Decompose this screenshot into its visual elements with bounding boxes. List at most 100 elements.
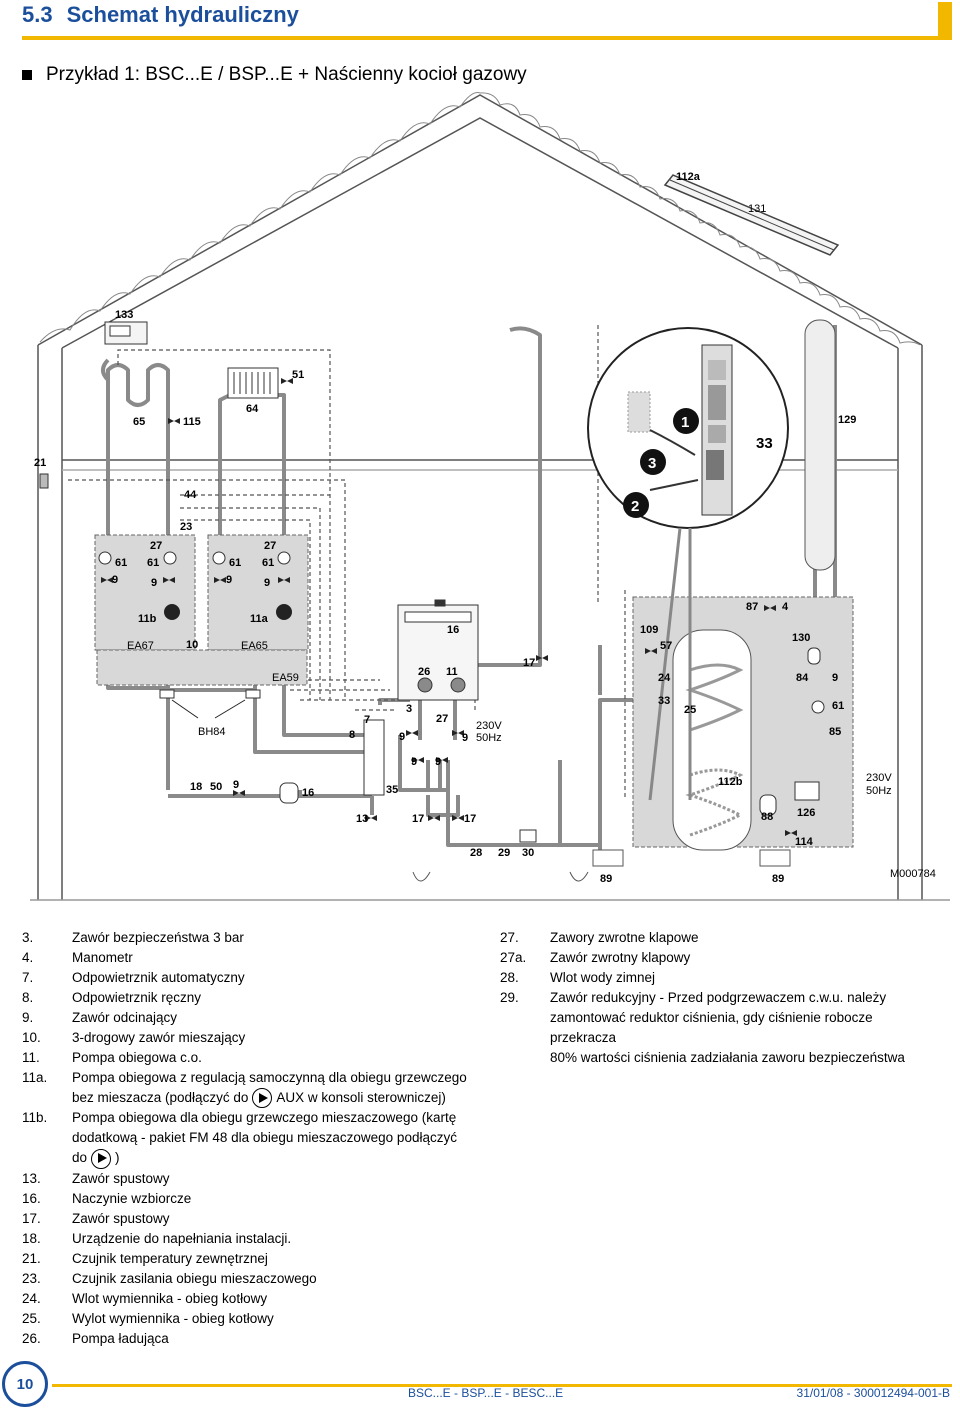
label-4: 4	[782, 601, 789, 613]
legend-item: 8.Odpowietrznik ręczny	[22, 990, 202, 1005]
legend-item: 3.Zawór bezpieczeństwa 3 bar	[22, 930, 244, 945]
label-ea59: EA59	[272, 672, 299, 684]
section-title-text: Schemat hydrauliczny	[66, 2, 299, 27]
pump-symbols	[164, 604, 292, 620]
sensor-boxes	[39, 473, 820, 843]
label-133: 133	[115, 309, 133, 321]
hydraulic-separator	[363, 719, 385, 796]
legend-item: 28.Wlot wody zimnej	[500, 970, 656, 985]
label-9e: 9	[399, 731, 405, 743]
label-16: 16	[302, 787, 314, 799]
label-33: 33	[658, 695, 670, 707]
label-9g: 9	[411, 756, 417, 768]
legend-item-continuation: zamontować reduktor ciśnienia, gdy ciśni…	[550, 1010, 873, 1045]
label-89a: 89	[600, 873, 612, 885]
label-27b: 27	[264, 540, 276, 552]
play-icon	[91, 1148, 112, 1169]
label-50hz-boiler: 50Hz	[476, 732, 502, 744]
legend-item: 23.Czujnik zasilania obiegu mieszaczoweg…	[22, 1270, 317, 1286]
radiator-64	[227, 367, 279, 399]
label-11a: 11a	[250, 613, 269, 625]
label-27c: 27	[436, 713, 448, 725]
control-wiring	[68, 325, 809, 800]
label-27a: 27	[150, 540, 162, 552]
gauge-symbols	[98, 551, 825, 714]
legend-item: 26.Pompa ładująca	[22, 1330, 169, 1346]
figure-reference: M000784	[890, 868, 936, 880]
footer-rule	[52, 1384, 952, 1387]
legend-item: 9.Zawór odcinający	[22, 1010, 178, 1025]
sensor-mounting-callout	[587, 327, 789, 801]
label-11b: 11b	[138, 613, 157, 625]
callout-2: 2	[631, 498, 639, 515]
label-17c: 17	[523, 657, 535, 669]
drain-funnels	[412, 849, 791, 882]
label-ea67: EA67	[127, 640, 154, 652]
bullet-square-icon	[22, 70, 32, 80]
label-85: 85	[829, 726, 841, 738]
label-61e: 61	[832, 700, 844, 712]
label-131: 131	[748, 203, 766, 215]
label-114: 114	[795, 836, 814, 848]
hot-water-tank	[672, 629, 752, 851]
legend-item-continuation: dodatkową - pakiet FM 48 dla obiegu mies…	[72, 1130, 457, 1146]
label-9j: 9	[832, 672, 838, 684]
label-9a: 9	[112, 574, 118, 586]
label-61a: 61	[115, 557, 127, 569]
label-26: 26	[418, 666, 430, 678]
label-230v-tank: 230V	[866, 772, 892, 784]
label-30: 30	[522, 847, 534, 859]
legend-right: 27.Zawory zwrotne klapowe 27a.Zawór zwro…	[500, 928, 940, 1068]
legend-item: 25.Wylot wymiennika - obieg kotłowy	[22, 1310, 274, 1326]
legend-item: 13.Zawór spustowy	[22, 1170, 170, 1186]
legend-item: 16.Naczynie wzbiorcze	[22, 1190, 192, 1206]
play-icon	[252, 1088, 273, 1109]
label-25: 25	[684, 704, 696, 716]
label-23: 23	[180, 521, 192, 533]
solar-collector	[663, 174, 840, 256]
bh84-pointer	[171, 699, 246, 719]
label-115: 115	[183, 416, 201, 428]
boiler	[397, 599, 479, 701]
label-9f: 9	[462, 732, 468, 744]
hydraulic-diagram: 112a 131 133 51 65 115 64 129 21 44 23 2…	[30, 92, 950, 901]
roof-tiles	[39, 92, 921, 346]
legend-left: 3.Zawór bezpieczeństwa 3 bar 4.Manometr …	[22, 928, 482, 1349]
label-3: 3	[406, 703, 412, 715]
label-57: 57	[660, 640, 672, 652]
legend-item: 27a.Zawór zwrotny klapowy	[500, 950, 691, 965]
solar-tank-column	[804, 319, 836, 571]
label-112b: 112b	[718, 776, 743, 788]
section-title: 5.3 Schemat hydrauliczny	[22, 2, 299, 28]
legend-item: 11b.Pompa obiegowa dla obiegu grzewczego…	[22, 1110, 457, 1126]
label-11: 11	[446, 666, 458, 678]
legend-item-continuation: 80% wartości ciśnienia zadziałania zawor…	[550, 1050, 905, 1065]
footer-doc-reference: 31/01/08 - 300012494-001-B	[796, 1386, 950, 1400]
label-88: 88	[761, 811, 773, 823]
legend-item: 10.3-drogowy zawór mieszający	[22, 1030, 246, 1045]
label-16-boiler: 16	[447, 624, 459, 636]
label-89b: 89	[772, 873, 784, 885]
page-number: 10	[2, 1361, 48, 1407]
footer-models: BSC...E - BSP...E - BESC...E	[408, 1386, 564, 1400]
label-9c: 9	[226, 574, 232, 586]
label-129: 129	[838, 414, 856, 426]
label-130: 130	[792, 632, 810, 644]
house-outline	[30, 94, 950, 901]
legend-item: 21.Czujnik temperatury zewnętrznej	[22, 1250, 268, 1266]
label-8: 8	[349, 729, 355, 741]
label-44: 44	[184, 489, 197, 501]
label-bh84: BH84	[198, 726, 226, 738]
label-35: 35	[386, 784, 398, 796]
callout-1: 1	[681, 414, 689, 431]
label-50: 50	[210, 781, 222, 793]
example-subtitle-text: Przykład 1: BSC...E / BSP...E + Naścienn…	[46, 64, 527, 85]
callout-33: 33	[756, 435, 773, 452]
section-number: 5.3	[22, 2, 53, 27]
legend-item: 27.Zawory zwrotne klapowe	[500, 930, 699, 945]
label-10: 10	[186, 639, 198, 651]
label-109: 109	[640, 624, 658, 636]
label-61d: 61	[262, 557, 274, 569]
controller-133	[104, 321, 148, 345]
header-accent-block	[938, 2, 952, 36]
